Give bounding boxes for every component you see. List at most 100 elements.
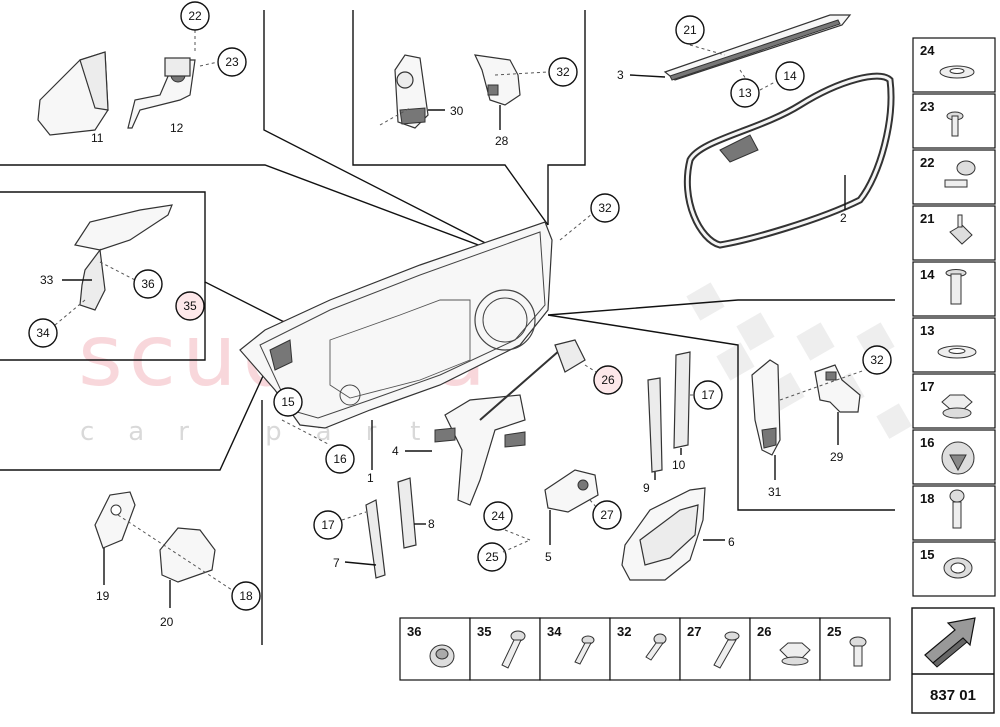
label-5: 5 — [545, 550, 552, 564]
side-legend-17: 17 — [920, 379, 934, 394]
callout-circle-36 — [133, 269, 163, 299]
side-legend-21: 21 — [920, 211, 934, 226]
grommet-icon — [943, 557, 973, 579]
bottom-legend: 36 35 34 32 27 26 25 — [399, 617, 891, 681]
callout-circle-35 — [175, 291, 205, 321]
callout-circle-34 — [28, 318, 58, 348]
screw-icon — [501, 630, 526, 669]
part-12-door-check-strap — [127, 57, 196, 129]
bottom-legend-27: 27 — [687, 624, 701, 639]
part-1-door-inner-panel — [239, 221, 553, 429]
callout-25: 25 — [485, 550, 499, 564]
callout-23: 23 — [225, 55, 239, 69]
callout-22: 22 — [188, 9, 202, 23]
callout-circle-22 — [180, 1, 210, 31]
bottom-legend-25: 25 — [827, 624, 841, 639]
label-4: 4 — [392, 444, 399, 458]
part-2-door-frame-seal — [683, 72, 895, 249]
screw-icon — [574, 635, 595, 665]
part-8-window-channel — [397, 477, 417, 549]
bottom-legend-35: 35 — [477, 624, 491, 639]
side-legend-15: 15 — [920, 547, 934, 562]
part-9-guide-rail — [647, 377, 663, 473]
side-legend-23: 23 — [920, 99, 934, 114]
label-9: 9 — [643, 481, 650, 495]
bottom-legend-34: 34 — [547, 624, 562, 639]
callout-circle-13 — [730, 78, 760, 108]
callout-circle-26 — [593, 365, 623, 395]
label-31: 31 — [768, 485, 782, 499]
screw-icon — [645, 633, 667, 661]
reference-number: 837 01 — [930, 687, 976, 704]
side-legend: 24 23 22 21 14 13 17 16 18 15 — [912, 37, 996, 597]
side-legend-16: 16 — [920, 435, 934, 450]
callout-15: 15 — [281, 395, 295, 409]
callout-36: 36 — [141, 277, 155, 291]
callout-34: 34 — [36, 326, 50, 340]
callout-35: 35 — [183, 299, 197, 313]
nut-icon — [779, 642, 811, 666]
callout-circle-18 — [231, 581, 261, 611]
callout-circle-32b — [590, 193, 620, 223]
washer-icon — [937, 345, 977, 359]
reference-box: 837 01 — [911, 607, 995, 714]
callout-circle-14 — [775, 61, 805, 91]
callout-13: 13 — [738, 86, 752, 100]
bottom-legend-26: 26 — [757, 624, 771, 639]
screw-icon — [946, 111, 964, 137]
side-legend-14: 14 — [920, 267, 935, 282]
label-19: 19 — [96, 589, 110, 603]
callout-circle-32a — [548, 57, 578, 87]
callout-circle-17a — [693, 380, 723, 410]
frame-lines — [0, 10, 895, 645]
callout-circle-24 — [483, 501, 513, 531]
label-8: 8 — [428, 517, 435, 531]
grommet-icon — [429, 644, 455, 668]
label-30: 30 — [450, 104, 464, 118]
grommet-icon — [949, 214, 973, 245]
part-11-trim-bracket — [37, 51, 109, 136]
callout-circle-32c — [862, 345, 892, 375]
side-legend-13: 13 — [920, 323, 934, 338]
label-10: 10 — [672, 458, 686, 472]
screw-icon — [945, 269, 967, 305]
screw-icon — [849, 636, 867, 667]
part-3-window-seal — [663, 14, 852, 81]
callout-21: 21 — [683, 23, 697, 37]
side-legend-18: 18 — [920, 491, 934, 506]
callout-16: 16 — [333, 452, 347, 466]
label-33: 33 — [40, 273, 54, 287]
watermark-sub: car parts — [80, 417, 502, 447]
part-29-door-hinge — [814, 364, 861, 413]
callout-17a: 17 — [701, 388, 715, 402]
part-5-window-motor — [544, 469, 599, 513]
side-legend-22: 22 — [920, 155, 934, 170]
bottom-legend-36: 36 — [407, 624, 421, 639]
callout-circle-21 — [675, 15, 705, 45]
label-3: 3 — [617, 68, 624, 82]
screw-icon — [949, 489, 965, 529]
label-1: 1 — [367, 471, 374, 485]
label-29: 29 — [830, 450, 844, 464]
callout-circle-27 — [592, 500, 622, 530]
part-31-door-hinge — [751, 359, 781, 456]
label-20: 20 — [160, 615, 174, 629]
label-6: 6 — [728, 535, 735, 549]
label-11: 11 — [91, 131, 104, 145]
label-12: 12 — [170, 121, 184, 135]
grommet-icon — [941, 441, 975, 475]
callout-circle-17b — [313, 510, 343, 540]
callout-circle-16 — [325, 444, 355, 474]
label-2: 2 — [840, 211, 847, 225]
callout-circle-25 — [477, 542, 507, 572]
callout-27: 27 — [600, 508, 614, 522]
part-7-window-channel — [365, 499, 386, 579]
part-20-mirror-cover — [159, 527, 216, 583]
callout-24: 24 — [491, 509, 505, 523]
label-28: 28 — [495, 134, 509, 148]
callout-circle-23 — [217, 47, 247, 77]
part-10-guide-rail — [673, 351, 691, 449]
part-28-striker-bracket — [473, 54, 521, 106]
part-30-door-lock — [394, 54, 429, 129]
